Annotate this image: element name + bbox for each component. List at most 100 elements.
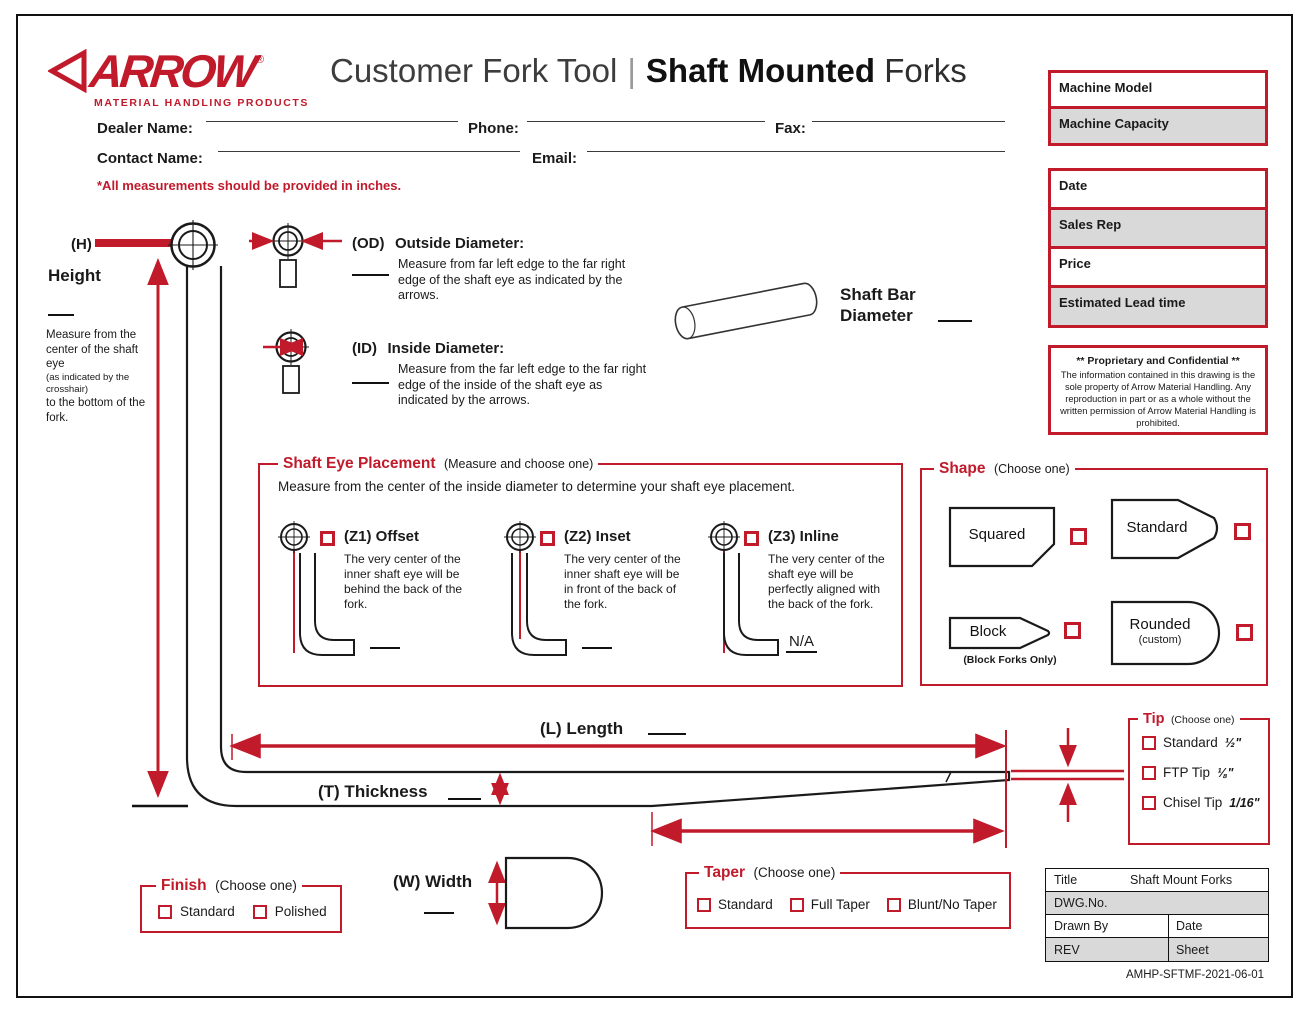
squared-label: Squared [968,526,1026,543]
block-checkbox[interactable] [1064,622,1081,639]
fax-field[interactable] [812,120,1005,122]
height-description: Measure from the center of the shaft eye… [46,328,152,426]
finish-title: Finish [161,877,207,894]
id-value-blank[interactable] [352,382,389,384]
shape-box-title: Shape (Choose one) [934,459,1075,480]
block-shape-icon [948,616,1051,650]
z2-code: (Z2) [564,528,592,545]
shaft-bar-drawing [674,282,818,340]
sales-rep-label: Sales Rep [1059,217,1122,232]
titleblock-drawnby-row[interactable]: Drawn By Date [1046,915,1268,938]
machine-info-box: Machine Model Machine Capacity [1048,70,1268,146]
titleblock-title-row: Title Shaft Mount Forks [1046,869,1268,892]
z3-checkbox[interactable] [744,531,759,546]
lead-time-field[interactable]: Estimated Lead time [1051,288,1265,325]
lead-time-label: Estimated Lead time [1059,295,1186,310]
shape-option-standard: Standard [1110,498,1270,564]
standard-checkbox[interactable] [1234,523,1251,540]
height-label: Height [48,266,101,285]
finish-polished-label: Polished [274,904,327,919]
taper-standard-checkbox[interactable] [697,897,711,912]
thickness-value-blank[interactable] [448,798,481,800]
finish-subtitle: (Choose one) [215,878,297,893]
fork-side-profile [185,266,1011,808]
tip-standard-checkbox[interactable] [1142,735,1156,750]
tip-ftp-checkbox[interactable] [1142,765,1156,780]
id-title: Inside Diameter: [387,340,505,357]
taper-arrow [650,812,1005,846]
od-value-blank[interactable] [352,274,389,276]
titleblock-dwg-row[interactable]: DWG.No. [1046,892,1268,915]
shape-title: Shape [939,460,986,477]
block-label: Block [969,623,1007,640]
taper-standard-label: Standard [718,897,773,912]
width-label: (W) Width [393,872,473,891]
fax-label: Fax: [775,120,806,137]
tip-box: Tip (Choose one) Standard ½" FTP Tip ⅛" … [1128,709,1270,845]
drawing-title-block: Title Shaft Mount Forks DWG.No. Drawn By… [1045,868,1269,962]
date-label: Date [1059,178,1088,193]
title-suffix: Forks [875,52,967,89]
taper-full-checkbox[interactable] [789,897,804,912]
standard-shape-icon [1110,498,1219,560]
taper-options-row: Standard Full Taper Blunt/No Taper [697,897,997,912]
z2-value-blank[interactable] [582,647,612,649]
z2-checkbox[interactable] [540,531,555,546]
sales-rep-field[interactable]: Sales Rep [1051,210,1265,249]
tip-chisel-checkbox[interactable] [1142,795,1156,810]
squared-checkbox[interactable] [1070,528,1087,545]
machine-model-field[interactable]: Machine Model [1051,73,1265,109]
height-value-blank[interactable] [48,314,74,316]
shape-box: Shape (Choose one) Squared Standard Bloc… [920,459,1270,686]
machine-capacity-field[interactable]: Machine Capacity [1051,109,1265,143]
z3-label: (Z3) Inline [768,528,839,545]
email-field[interactable] [587,150,1005,152]
z3-inline-diagram [708,521,779,656]
titleblock-rev-row[interactable]: REV Sheet [1046,938,1268,961]
finish-box-title: Finish (Choose one) [156,876,302,897]
placement-option-z1: (Z1) Offset The very center of the inner… [276,521,482,681]
height-code: (H) [71,236,92,253]
price-field[interactable]: Price [1051,249,1265,288]
finish-polished-checkbox[interactable] [252,904,267,919]
shape-subtitle: (Choose one) [993,462,1070,476]
od-code: (OD) [352,235,385,252]
z1-checkbox[interactable] [320,531,335,546]
z3-description: The very center of the shaft eye will be… [768,552,885,611]
dealer-name-label: Dealer Name: [97,120,193,137]
id-diagram [263,329,309,394]
id-code: (ID) [352,340,377,357]
taper-box: Taper (Choose one) Standard Full Taper B… [685,863,1011,929]
placement-option-z3: (Z3) Inline The very center of the shaft… [700,521,906,681]
tip-ftp-size: ⅛" [1217,765,1234,780]
z2-inset-diagram [504,521,567,656]
date-field[interactable]: Date [1051,171,1265,210]
width-value-blank[interactable] [424,912,454,914]
placement-subtitle: (Measure and choose one) [443,457,594,471]
phone-field[interactable] [527,120,765,122]
z1-description: The very center of the inner shaft eye w… [344,552,463,611]
taper-blunt-checkbox[interactable] [886,897,901,912]
z2-name: Inset [595,528,631,545]
arrow-logo-triangle-icon [48,49,87,93]
contact-name-field[interactable] [218,150,520,152]
tip-option-chisel: Chisel Tip 1/16" [1142,795,1260,810]
shaft-eye-drawing [168,220,218,270]
finish-standard-checkbox[interactable] [158,904,172,919]
z1-value-blank[interactable] [370,647,400,649]
placement-box-title: Shaft Eye Placement (Measure and choose … [278,454,599,475]
length-value-blank[interactable] [648,733,686,735]
rounded-sublabel: (custom) [1138,634,1182,646]
dealer-name-field[interactable] [206,120,458,122]
shaft-bar-value-blank[interactable] [938,320,972,322]
tip-title: Tip [1143,711,1165,727]
rounded-shape-icon [1110,600,1221,666]
machine-model-label: Machine Model [1059,80,1153,95]
od-heading: (OD) Outside Diameter: [352,235,524,253]
confidential-title: ** Proprietary and Confidential ** [1076,355,1240,367]
fork-top-view-drawing [488,856,603,930]
rounded-checkbox[interactable] [1236,624,1253,641]
id-heading: (ID) Inside Diameter: [352,340,504,358]
taper-box-title: Taper (Choose one) [699,863,841,884]
